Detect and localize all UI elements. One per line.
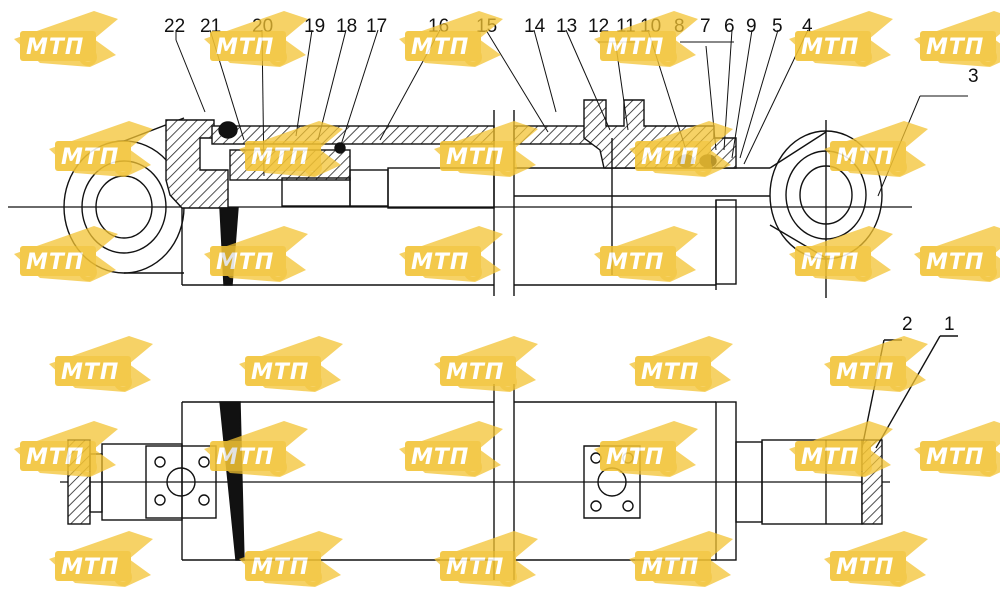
- mtp-logo-watermark: МТП: [397, 224, 505, 284]
- svg-text:МТП: МТП: [446, 360, 504, 385]
- callout-9: 9: [746, 16, 757, 37]
- mtp-logo-watermark: МТП: [912, 224, 1000, 284]
- svg-text:МТП: МТП: [446, 555, 504, 580]
- callout-22: 22: [164, 16, 185, 37]
- mtp-logo-watermark: МТП: [12, 9, 120, 69]
- svg-text:МТП: МТП: [606, 250, 664, 275]
- mtp-logo-watermark: МТП: [47, 334, 155, 394]
- mtp-logo-watermark: МТП: [432, 334, 540, 394]
- svg-text:МТП: МТП: [606, 35, 664, 60]
- mtp-logo-watermark: МТП: [912, 419, 1000, 479]
- svg-text:МТП: МТП: [26, 35, 84, 60]
- svg-text:МТП: МТП: [836, 145, 894, 170]
- watermark-layer: МТП МТП МТП МТП МТП МТП МТП МТП МТП МТП МТП МТП МТП М…: [12, 9, 1000, 589]
- mtp-logo-watermark: МТП: [202, 419, 310, 479]
- mtp-logo-watermark: МТП: [822, 529, 930, 589]
- mtp-logo-watermark: МТП: [397, 9, 505, 69]
- callout-7: 7: [700, 16, 711, 37]
- mtp-logo-watermark: МТП: [627, 119, 735, 179]
- svg-text:МТП: МТП: [251, 360, 309, 385]
- mtp-logo-watermark: МТП: [787, 419, 895, 479]
- svg-text:МТП: МТП: [801, 35, 859, 60]
- mtp-logo-watermark: МТП: [592, 9, 700, 69]
- mtp-logo-watermark: МТП: [237, 119, 345, 179]
- mtp-logo-watermark: МТП: [592, 224, 700, 284]
- mtp-logo-watermark: МТП: [787, 224, 895, 284]
- svg-text:МТП: МТП: [926, 35, 984, 60]
- svg-text:МТП: МТП: [926, 250, 984, 275]
- callout-6: 6: [724, 16, 735, 37]
- mtp-logo-watermark: МТП: [912, 9, 1000, 69]
- mtp-logo-watermark: МТП: [627, 529, 735, 589]
- svg-text:МТП: МТП: [411, 250, 469, 275]
- svg-text:МТП: МТП: [606, 445, 664, 470]
- mtp-logo-watermark: МТП: [627, 334, 735, 394]
- svg-text:МТП: МТП: [216, 445, 274, 470]
- mtp-logo-watermark: МТП: [822, 334, 930, 394]
- mtp-logo-watermark: МТП: [12, 224, 120, 284]
- callout-19: 19: [304, 16, 325, 37]
- callout-18: 18: [336, 16, 357, 37]
- callout-14: 14: [524, 16, 546, 37]
- svg-text:МТП: МТП: [641, 360, 699, 385]
- mtp-logo-watermark: МТП: [432, 529, 540, 589]
- mtp-logo-watermark: МТП: [47, 529, 155, 589]
- mtp-logo-watermark: МТП: [202, 224, 310, 284]
- callout-3: 3: [968, 66, 979, 87]
- svg-text:МТП: МТП: [801, 445, 859, 470]
- svg-text:МТП: МТП: [26, 445, 84, 470]
- mtp-logo-watermark: МТП: [432, 119, 540, 179]
- svg-text:МТП: МТП: [61, 360, 119, 385]
- svg-text:МТП: МТП: [801, 250, 859, 275]
- callout-2: 2: [902, 314, 913, 335]
- svg-text:МТП: МТП: [926, 445, 984, 470]
- svg-text:МТП: МТП: [641, 555, 699, 580]
- callout-17: 17: [366, 16, 387, 37]
- svg-text:МТП: МТП: [216, 35, 274, 60]
- mtp-logo-watermark: МТП: [12, 419, 120, 479]
- svg-text:МТП: МТП: [641, 145, 699, 170]
- mtp-logo-watermark: МТП: [787, 9, 895, 69]
- svg-text:МТП: МТП: [216, 250, 274, 275]
- mtp-logo-watermark: МТП: [202, 9, 310, 69]
- mtp-logo-watermark: МТП: [237, 529, 345, 589]
- mtp-logo-watermark: МТП: [592, 419, 700, 479]
- mtp-logo-watermark: МТП: [822, 119, 930, 179]
- svg-text:МТП: МТП: [61, 145, 119, 170]
- callout-4: 4: [802, 16, 813, 37]
- mtp-logo-watermark: МТП: [397, 419, 505, 479]
- svg-text:МТП: МТП: [251, 555, 309, 580]
- svg-text:МТП: МТП: [446, 145, 504, 170]
- svg-text:МТП: МТП: [26, 250, 84, 275]
- svg-text:МТП: МТП: [836, 555, 894, 580]
- svg-text:МТП: МТП: [61, 555, 119, 580]
- svg-text:МТП: МТП: [411, 35, 469, 60]
- svg-text:МТП: МТП: [836, 360, 894, 385]
- callout-5: 5: [772, 16, 783, 37]
- mtp-logo-watermark: МТП: [237, 334, 345, 394]
- callout-13: 13: [556, 16, 577, 37]
- svg-text:МТП: МТП: [411, 445, 469, 470]
- callout-1: 1: [944, 314, 955, 335]
- svg-text:МТП: МТП: [251, 145, 309, 170]
- mtp-logo-watermark: МТП: [47, 119, 155, 179]
